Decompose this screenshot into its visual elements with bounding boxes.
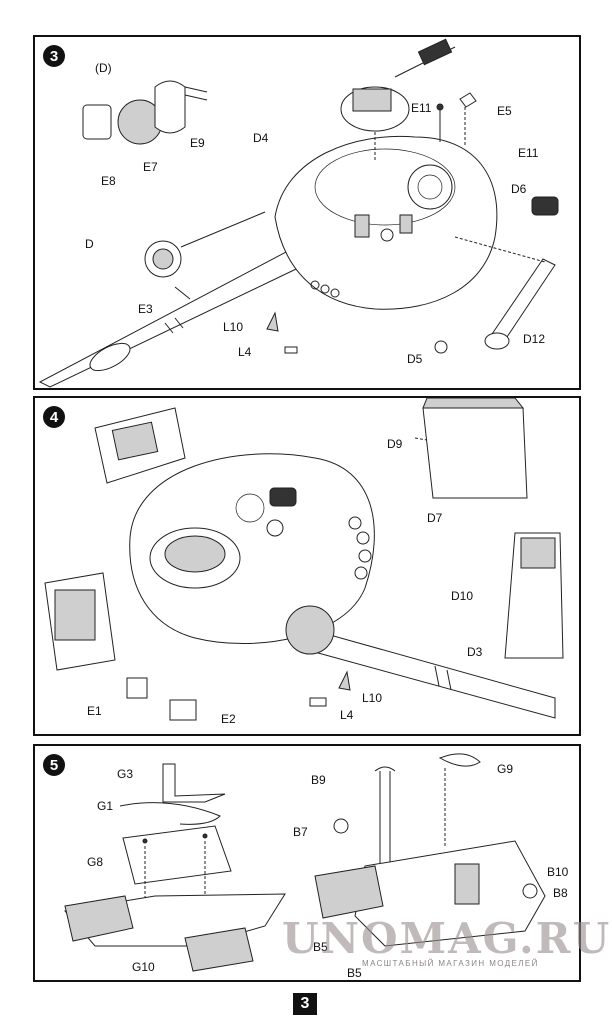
label-d4: D4 xyxy=(253,131,269,145)
label-e8: E8 xyxy=(101,174,116,188)
step-3-panel: 3 xyxy=(33,35,581,390)
label-d-group: (D) xyxy=(95,61,112,75)
label-e1: E1 xyxy=(87,704,102,718)
label-e9: E9 xyxy=(190,136,205,150)
label-l10: L10 xyxy=(362,691,383,705)
label-d7: D7 xyxy=(427,511,443,525)
label-b10: B10 xyxy=(547,865,569,879)
label-d: D xyxy=(85,237,94,251)
label-e7: E7 xyxy=(143,160,158,174)
label-d5: D5 xyxy=(407,352,423,366)
label-g3: G3 xyxy=(117,767,134,781)
label-g1: G1 xyxy=(97,799,114,813)
turret-drawing xyxy=(38,38,559,388)
step-number-badge: 5 xyxy=(43,754,65,776)
label-d3: D3 xyxy=(467,645,483,659)
label-e11-top: E11 xyxy=(411,101,432,115)
page-number: 3 xyxy=(293,993,317,1015)
label-e3: E3 xyxy=(138,302,153,316)
label-l4: L4 xyxy=(238,345,252,359)
step-4-panel: 4 D9 D7 D10 D3 E1 xyxy=(33,396,581,736)
watermark-subtitle: МАСШТАБНЫЙ МАГАЗИН МОДЕЛЕЙ xyxy=(362,959,539,968)
label-e2: E2 xyxy=(221,712,236,726)
label-l4: L4 xyxy=(340,708,354,722)
rear-deck-drawing xyxy=(64,753,546,972)
label-b7: B7 xyxy=(293,825,308,839)
label-g9: G9 xyxy=(497,762,514,776)
label-d10: D10 xyxy=(451,589,474,603)
label-l10: L10 xyxy=(223,320,244,334)
label-g8: G8 xyxy=(87,855,104,869)
label-b9: B9 xyxy=(311,773,326,787)
label-e5: E5 xyxy=(497,104,512,118)
turret-stowage-drawing xyxy=(44,398,564,721)
step-number-badge: 3 xyxy=(43,45,65,67)
label-d9: D9 xyxy=(387,437,403,451)
step-5-panel: 5 G3 G1 G8 G10 B9 G9 B7 B10 B8 B5 B5 xyxy=(33,744,581,982)
label-b5-b: B5 xyxy=(347,966,362,980)
label-b8: B8 xyxy=(553,886,568,900)
label-g10: G10 xyxy=(132,960,155,974)
label-e11-mid: E11 xyxy=(518,146,539,160)
step-number-badge: 4 xyxy=(43,406,65,428)
label-d12: D12 xyxy=(523,332,546,346)
watermark-logo: UNOMAG.RU xyxy=(282,914,612,963)
label-b5-a: B5 xyxy=(313,940,328,954)
label-d6: D6 xyxy=(511,182,527,196)
